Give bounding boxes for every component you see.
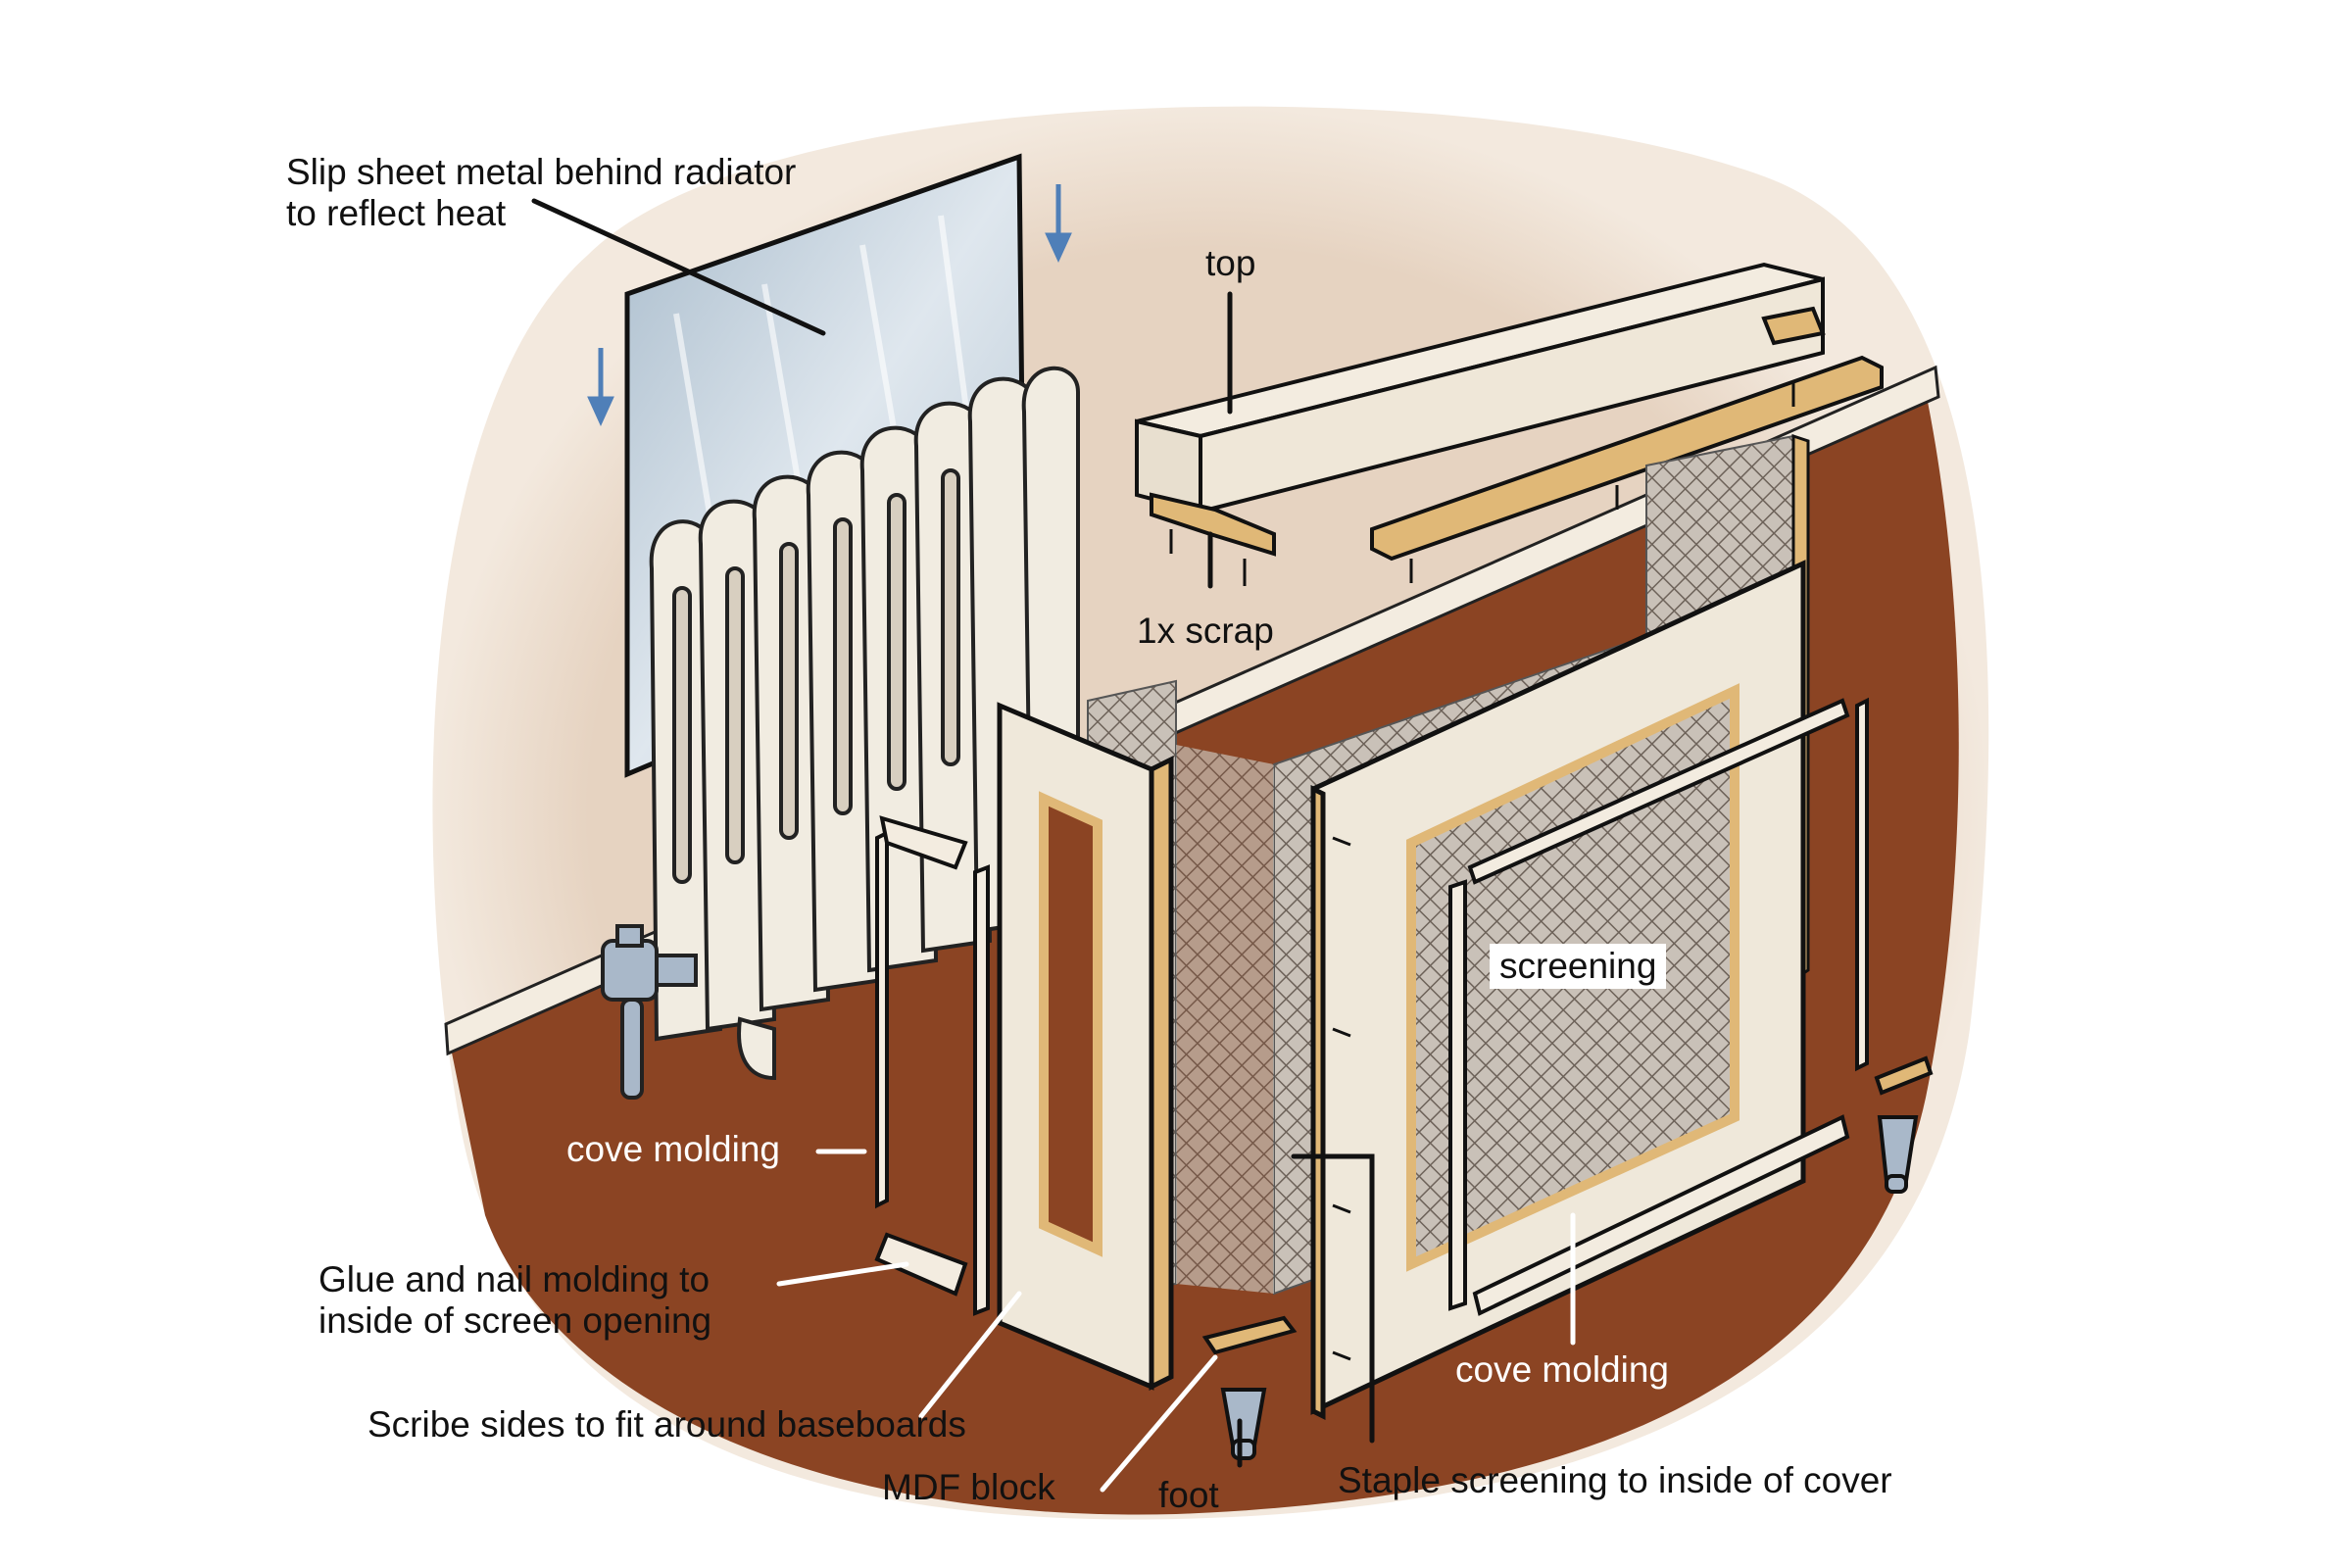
cove-molding-left-label: cove molding bbox=[566, 1129, 781, 1169]
arrow-down-icon bbox=[587, 348, 614, 427]
leader-lines bbox=[531, 198, 1576, 1493]
foot-right bbox=[1877, 1115, 1919, 1194]
top-label: top bbox=[1205, 243, 1256, 283]
radiator bbox=[649, 366, 1080, 1081]
glue-nail-label-line2: inside of screen opening bbox=[318, 1300, 712, 1341]
cove-molding-right-label: cove molding bbox=[1455, 1349, 1670, 1390]
mdf-block bbox=[1201, 1315, 1298, 1355]
glue-nail-label-line1: Glue and nail molding to bbox=[318, 1259, 710, 1299]
scrap-block bbox=[1150, 492, 1276, 557]
screening-label: screening bbox=[1490, 944, 1667, 989]
mdf-block-label: MDF block bbox=[882, 1467, 1055, 1507]
staple-screening-label: Staple screening to inside of cover bbox=[1338, 1460, 1892, 1500]
cove-molding-left bbox=[874, 815, 990, 1316]
slip-sheet-label-line1: Slip sheet metal behind radiator bbox=[286, 152, 797, 192]
arrow-down-icon bbox=[1045, 184, 1072, 264]
scribe-sides-label: Scribe sides to fit around baseboards bbox=[368, 1404, 966, 1445]
box-side-mesh bbox=[1176, 745, 1274, 1294]
foot-label: foot bbox=[1158, 1475, 1219, 1515]
side-panel bbox=[997, 702, 1174, 1392]
cove-molding-right bbox=[1448, 697, 1869, 1316]
scrap-label: 1x scrap bbox=[1137, 611, 1274, 651]
slip-sheet-label-line2: to reflect heat bbox=[286, 193, 507, 233]
valve bbox=[601, 924, 698, 1100]
mdf-block-right bbox=[1874, 1055, 1934, 1096]
scrap-strip bbox=[1370, 306, 1884, 562]
staples bbox=[1332, 836, 1351, 1361]
nails bbox=[1169, 382, 1795, 586]
